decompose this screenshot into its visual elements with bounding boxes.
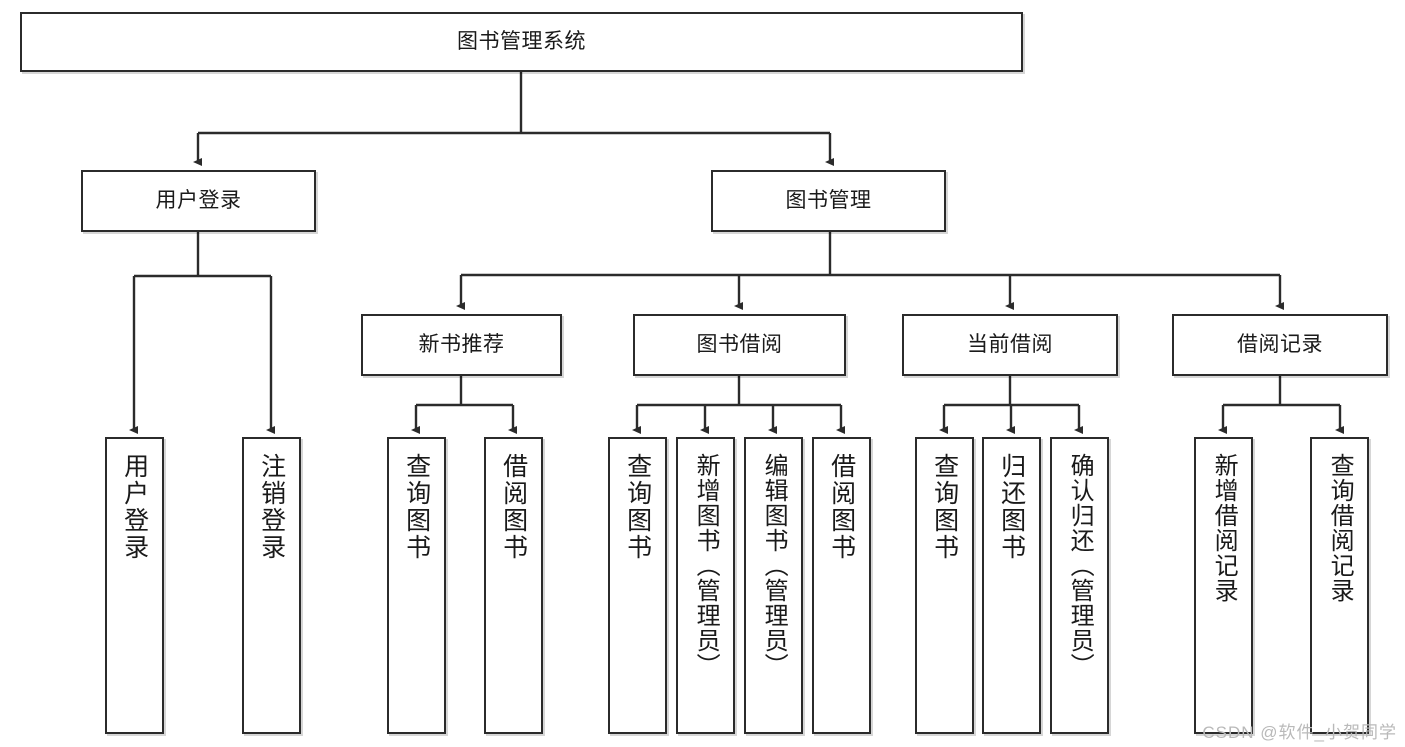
node-book-manage-label: 图书管理: [785, 189, 872, 213]
node-new-book-rec[interactable]: 新书推荐: [361, 314, 562, 376]
node-leaf-user-logout[interactable]: 注销登录: [242, 437, 301, 734]
node-user-login[interactable]: 用户登录: [81, 170, 316, 232]
node-leaf-query-record-label: 查询借阅记录: [1326, 453, 1354, 603]
node-leaf-confirm-return-label: 确认归还（管理员）: [1066, 453, 1094, 678]
node-leaf-add-book[interactable]: 新增图书（管理员）: [676, 437, 735, 734]
node-borrow-record[interactable]: 借阅记录: [1172, 314, 1388, 376]
node-leaf-borrow-book-1[interactable]: 借阅图书: [484, 437, 543, 734]
node-leaf-user-logout-label: 注销登录: [257, 453, 286, 561]
node-leaf-borrow-book-1-label: 借阅图书: [499, 453, 528, 561]
node-user-login-label: 用户登录: [155, 189, 242, 213]
node-book-borrow-label: 图书借阅: [696, 333, 783, 357]
node-leaf-add-record[interactable]: 新增借阅记录: [1194, 437, 1253, 734]
node-book-manage[interactable]: 图书管理: [711, 170, 946, 232]
node-leaf-return-book-label: 归还图书: [997, 453, 1026, 561]
node-leaf-query-record[interactable]: 查询借阅记录: [1310, 437, 1369, 734]
node-leaf-confirm-return[interactable]: 确认归还（管理员）: [1050, 437, 1109, 734]
node-leaf-edit-book[interactable]: 编辑图书（管理员）: [744, 437, 803, 734]
node-leaf-borrow-book-2-label: 借阅图书: [827, 453, 856, 561]
node-leaf-query-book-1[interactable]: 查询图书: [387, 437, 446, 734]
node-new-book-rec-label: 新书推荐: [418, 333, 505, 357]
node-leaf-add-book-label: 新增图书（管理员）: [692, 453, 720, 678]
watermark-text: CSDN @软件_小贺同学: [1202, 723, 1397, 742]
node-leaf-user-login-label: 用户登录: [120, 453, 149, 561]
node-leaf-edit-book-label: 编辑图书（管理员）: [760, 453, 788, 678]
node-borrow-record-label: 借阅记录: [1237, 333, 1323, 357]
node-leaf-user-login[interactable]: 用户登录: [105, 437, 164, 734]
node-leaf-query-book-3-label: 查询图书: [930, 453, 959, 561]
node-leaf-query-book-2[interactable]: 查询图书: [608, 437, 667, 734]
node-book-borrow[interactable]: 图书借阅: [633, 314, 846, 376]
node-current-borrow[interactable]: 当前借阅: [902, 314, 1118, 376]
node-leaf-query-book-2-label: 查询图书: [623, 453, 652, 561]
node-root-label: 图书管理系统: [457, 30, 586, 54]
node-leaf-query-book-3[interactable]: 查询图书: [915, 437, 974, 734]
node-root[interactable]: 图书管理系统: [20, 12, 1023, 72]
node-current-borrow-label: 当前借阅: [967, 333, 1053, 357]
node-leaf-return-book[interactable]: 归还图书: [982, 437, 1041, 734]
node-leaf-borrow-book-2[interactable]: 借阅图书: [812, 437, 871, 734]
node-leaf-add-record-label: 新增借阅记录: [1210, 453, 1238, 603]
node-leaf-query-book-1-label: 查询图书: [402, 453, 431, 561]
